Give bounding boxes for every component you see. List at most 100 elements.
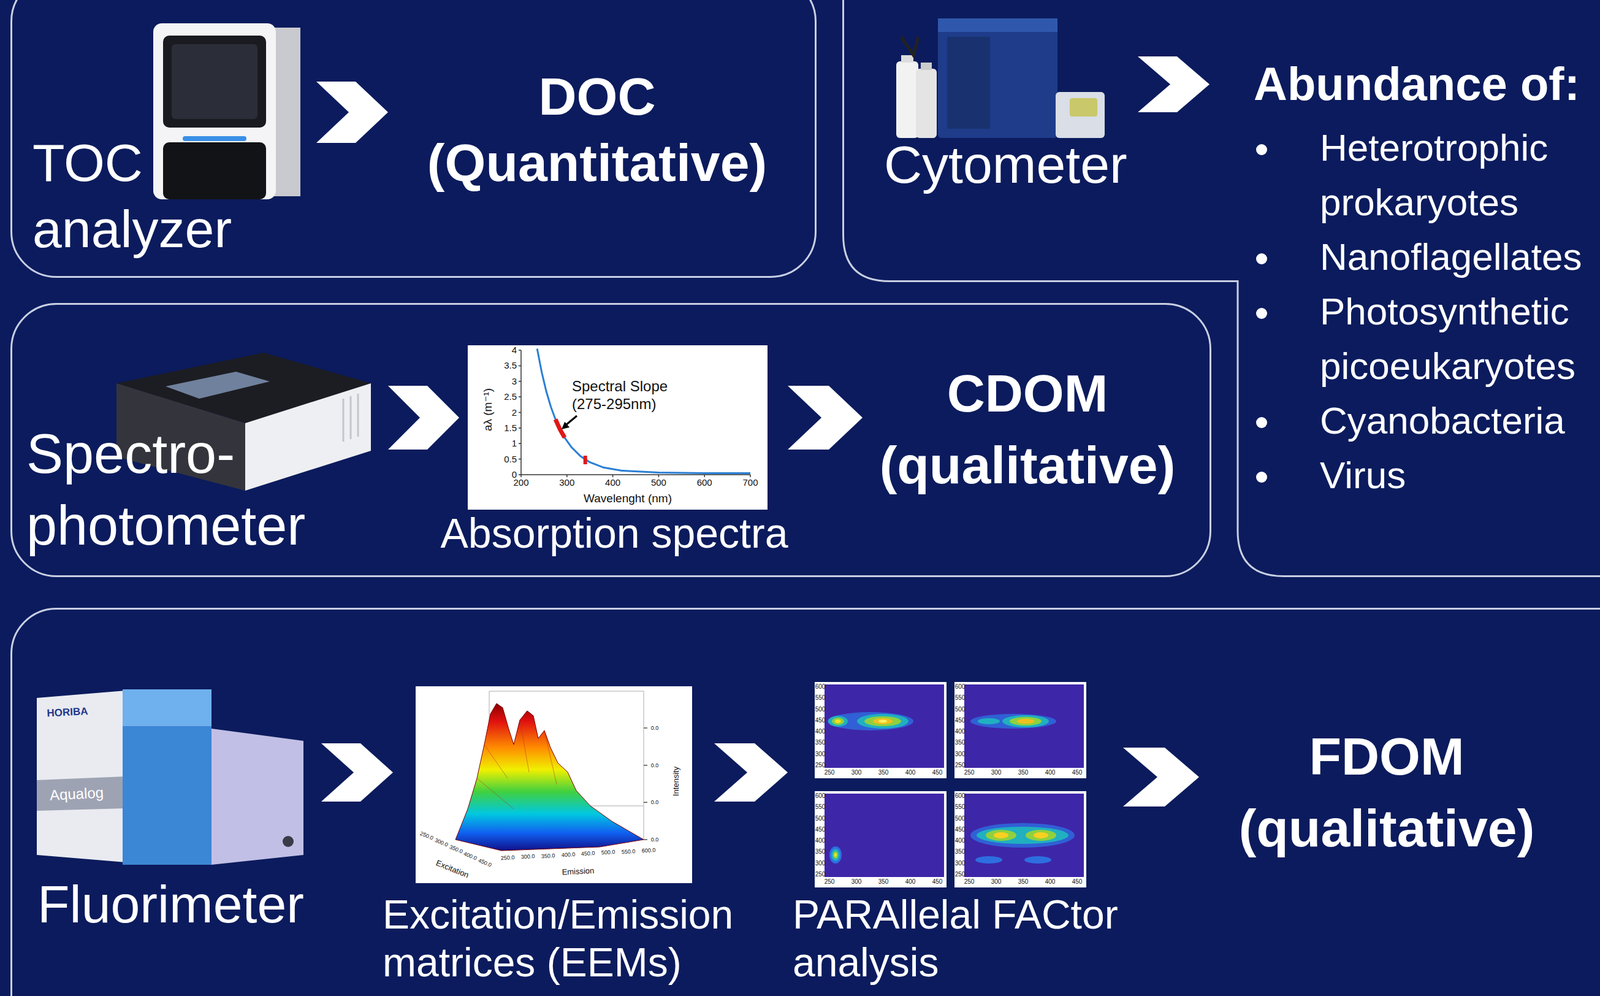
toc-analyzer-illustration-part	[153, 23, 276, 200]
axis-tick-label: 550	[955, 693, 966, 702]
cytometer-illustration-part	[901, 55, 914, 63]
axis-tick-label: 400	[815, 836, 826, 845]
axis-tick-label: 0.0	[651, 798, 660, 806]
axis-tick-label: 250	[955, 761, 966, 769]
list-item: Heterotrophic prokaryotes	[1319, 120, 1590, 230]
axis-tick-label: 550	[955, 803, 966, 811]
panel-text: Spectro- photometer	[26, 418, 315, 562]
panel-outline-path	[843, 0, 1600, 577]
panel-text: Excitation/Emission matrices (EEMs)	[382, 890, 751, 986]
axis-tick-label: 1	[511, 437, 517, 449]
parafac-component-plot-part-part	[964, 684, 1084, 768]
axis-tick-label: 0.0	[651, 836, 660, 843]
axis-tick-label: 300	[955, 859, 966, 867]
parafac-component-plot-part-part	[1024, 855, 1052, 864]
axis-tick-label: 2	[511, 407, 517, 419]
cytometer-illustration-part	[915, 68, 937, 138]
flow-chevron-part	[1123, 747, 1200, 807]
axis-tick-label: Intensity	[671, 766, 682, 796]
parafac-component-plot-part	[954, 681, 1087, 778]
axis-tick-label: 250	[815, 870, 826, 878]
parafac-component-plot-part	[814, 681, 947, 778]
axis-tick-label: 350	[815, 847, 826, 856]
toc-analyzer-illustration-part	[163, 142, 267, 200]
parafac-component-plot-part-part	[1017, 718, 1035, 724]
absorption-chart	[467, 345, 768, 510]
axis-tick-label: 3	[511, 375, 517, 387]
instrument-panel: Spectro- photometerAbsorption spectraCDO…	[10, 302, 1212, 577]
axis-tick-label: 700	[742, 476, 758, 488]
axis-tick-label: 600	[815, 792, 826, 800]
axis-tick-label: 0.0	[651, 761, 660, 769]
absorption-chart-part	[561, 421, 570, 430]
panel-text: Fluorimeter	[37, 872, 344, 936]
axis-tick-label: 350	[1018, 768, 1029, 777]
eem-surface-plot	[415, 685, 693, 883]
fluorimeter-illustration	[36, 689, 304, 865]
toc-analyzer-illustration	[153, 23, 301, 200]
axis-tick-label: 400	[1045, 877, 1056, 886]
axis-tick-label: 300	[991, 877, 1002, 886]
axis-tick-label: 0.5	[503, 453, 517, 465]
chart-label: Wavelenght (nm)	[583, 491, 672, 506]
list-item: Virus	[1319, 447, 1590, 503]
axis-tick-label: 200	[513, 476, 529, 488]
parafac-component-plot-part	[824, 684, 945, 768]
absorption-chart-part	[583, 455, 588, 465]
axis-tick-label: 1.5	[503, 422, 517, 434]
parafac-component-plot-part-part	[824, 793, 945, 877]
axis-tick-label: 250.0	[500, 853, 515, 862]
parafac-component-plot-part-part	[857, 713, 909, 729]
panel-text: TOC analyzer	[32, 129, 244, 262]
panel-text: Absorption spectra	[430, 507, 799, 558]
cytometer-illustration-part	[901, 36, 919, 56]
parafac-component-plot-part-part	[878, 719, 888, 723]
parafac-component-plot-part-part	[872, 717, 893, 724]
axis-tick-label: 300	[851, 768, 862, 777]
instrument-panel: TOC analyzer DOC (Quantitative)	[10, 0, 817, 278]
heading-text: DOC (Quantitative)	[413, 63, 781, 196]
parafac-component-plot-part-part	[833, 850, 839, 859]
cytometer-illustration-part	[1069, 98, 1098, 117]
parafac-component-plot-part-part	[828, 715, 848, 727]
parafac-component-plot	[954, 790, 1087, 888]
brand-label: Aqualog	[49, 783, 104, 804]
chart-label: Spectral Slope (275-295nm)	[571, 377, 686, 414]
cytometer-illustration-part	[947, 36, 991, 129]
axis-tick-label: 300	[991, 768, 1002, 777]
axis-tick-label: 350	[955, 847, 966, 856]
absorption-chart-part	[521, 350, 751, 475]
eem-surface-plot-part	[476, 719, 557, 809]
axis-tick-label: 450	[955, 716, 966, 724]
axis-tick-label: 400.0	[560, 850, 576, 859]
eem-surface-plot-part	[643, 727, 648, 840]
axis-tick-label: 250	[824, 768, 835, 777]
axis-tick-label: 400	[955, 727, 966, 736]
fluorimeter-illustration-part	[36, 690, 126, 862]
axis-tick-label: 450	[1072, 768, 1083, 777]
axis-tick-label: 600.0	[641, 846, 656, 854]
chart-label: aλ (m⁻¹)	[481, 388, 496, 431]
parafac-component-plot-part	[964, 793, 1084, 877]
cytometer-illustration-part	[937, 18, 1058, 138]
axis-tick-label: 350	[878, 768, 889, 777]
axis-tick-label: 4	[511, 344, 517, 356]
axis-tick-label: 3.5	[503, 359, 517, 371]
cytometer-illustration	[896, 18, 1105, 138]
list-item: Nanoflagellates	[1319, 229, 1590, 284]
axis-tick-label: 500	[651, 476, 667, 488]
flow-chevron-part	[316, 81, 389, 143]
parafac-component-plot-part-part	[824, 684, 945, 768]
axis-tick-label: 400	[1045, 768, 1056, 777]
axis-tick-label: 550	[815, 803, 826, 811]
axis-tick-label: 300	[955, 750, 966, 758]
list-item: Cyanobacteria	[1319, 392, 1590, 448]
axis-tick-label: 350	[1018, 877, 1029, 886]
axis-tick-label: 0.0	[651, 724, 660, 732]
bullet-dot	[1256, 416, 1268, 428]
eem-surface-plot-part	[415, 685, 693, 883]
axis-tick-label: 300	[815, 859, 826, 867]
axis-tick-label: 400	[815, 727, 826, 736]
parafac-component-plot-part-part	[864, 716, 902, 726]
axis-tick-label: Emission	[561, 865, 595, 877]
